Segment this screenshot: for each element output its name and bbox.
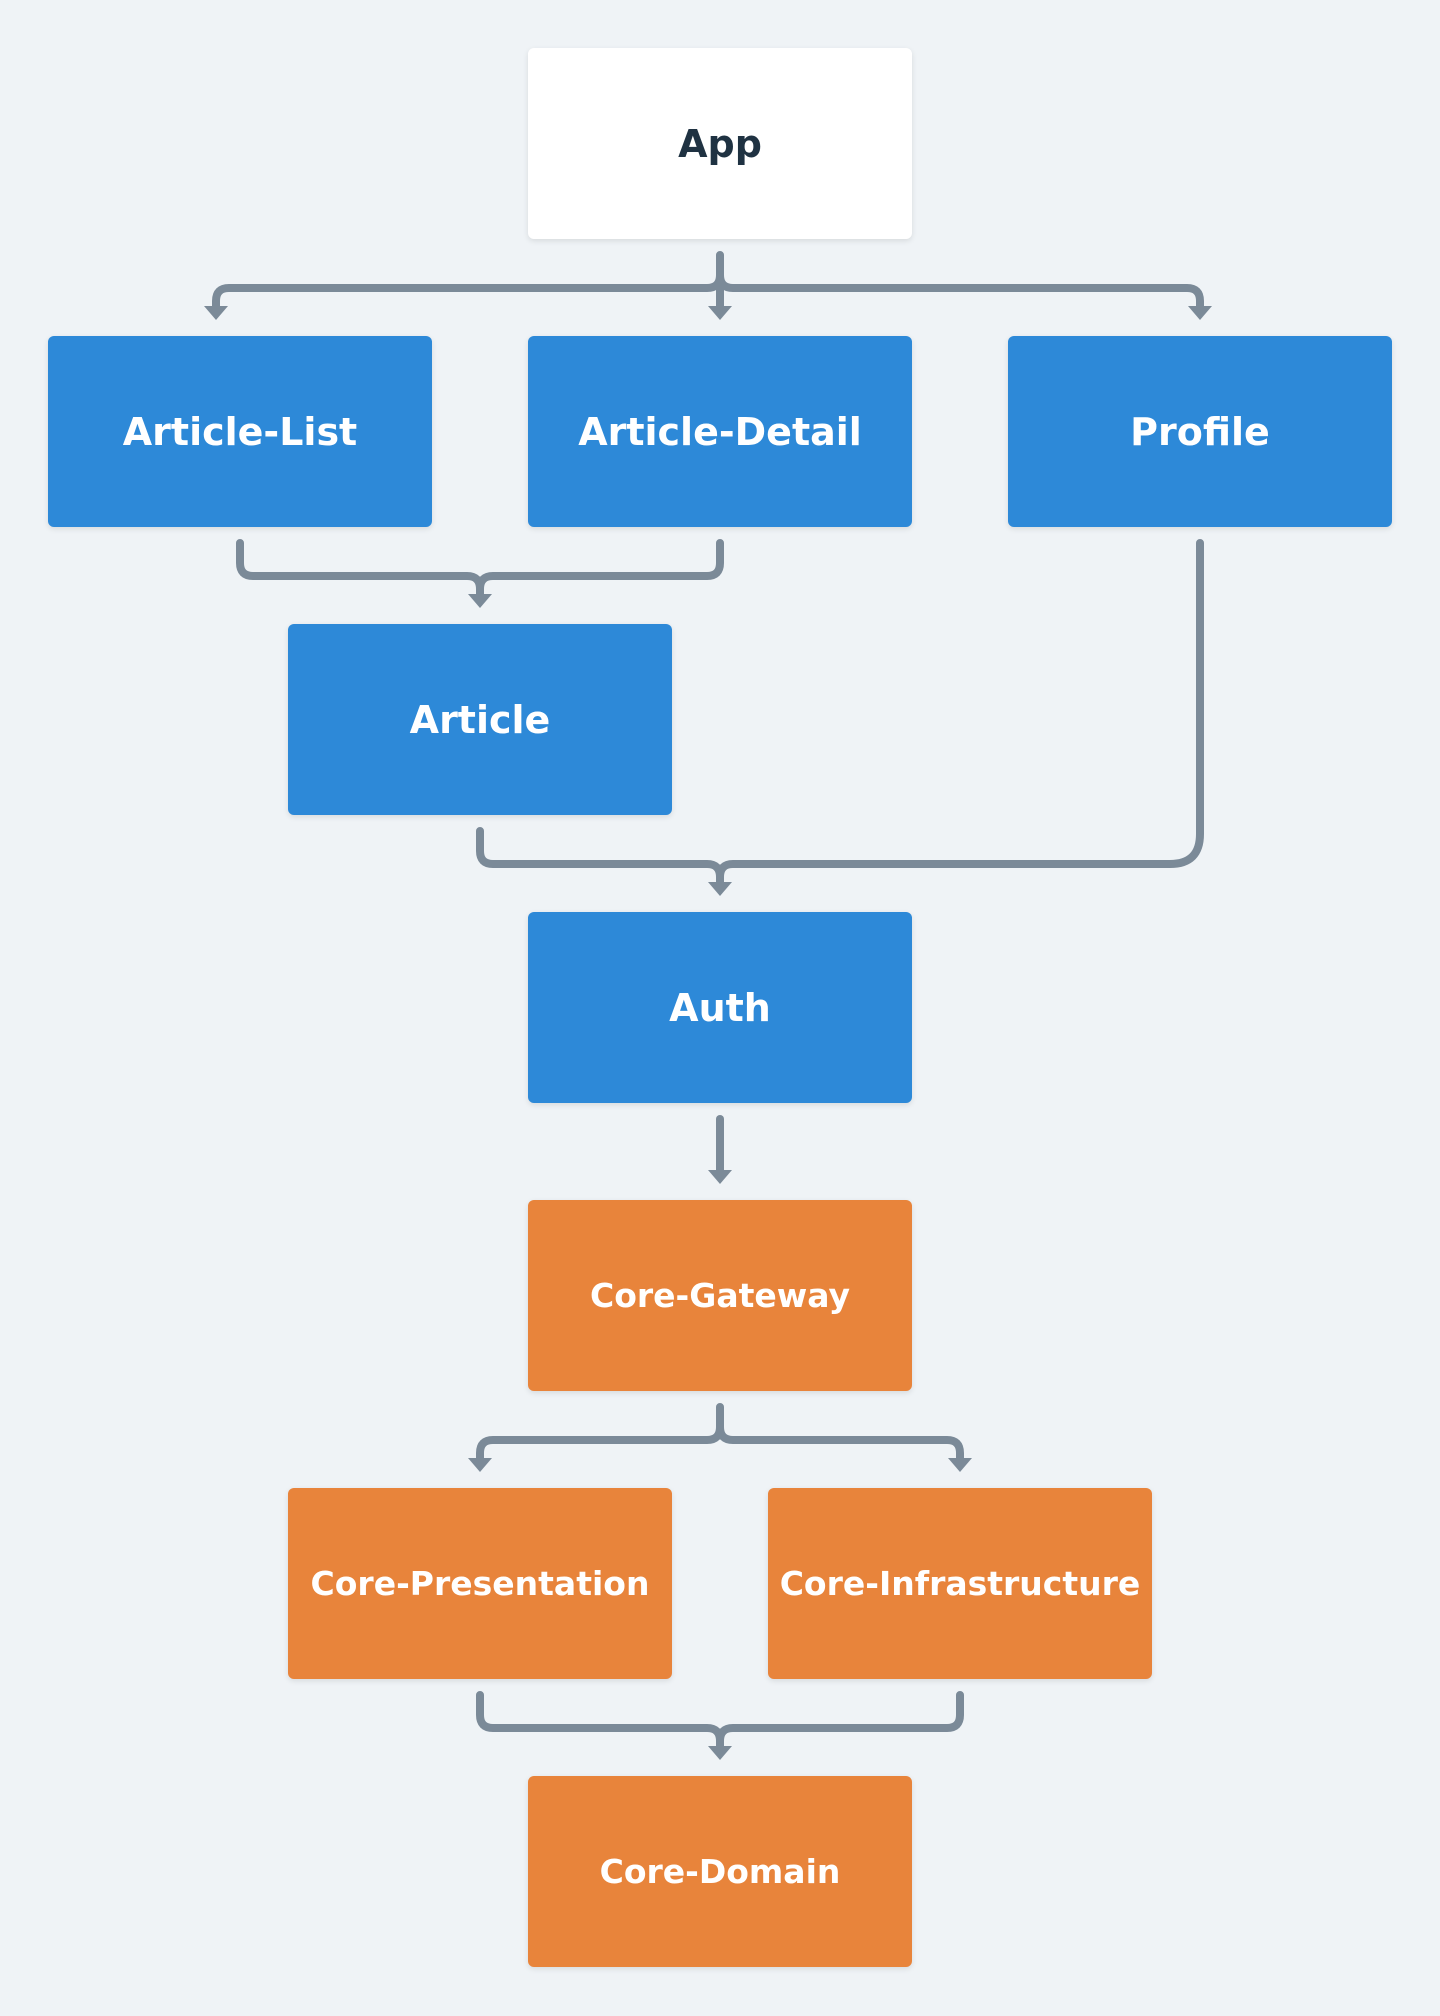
arrowhead-core-infrastructure xyxy=(948,1458,972,1472)
arrowhead-article-list xyxy=(204,306,228,320)
node-auth-label: Auth xyxy=(669,985,771,1030)
node-core-infrastructure-label: Core-Infrastructure xyxy=(779,1564,1141,1603)
arrowhead-article xyxy=(468,594,492,608)
node-app-label: App xyxy=(678,121,762,166)
edge-profile-to-auth xyxy=(716,539,1204,881)
arrowhead-core-gateway xyxy=(708,1170,732,1184)
arrowhead-article-detail xyxy=(708,306,732,320)
arrowhead-auth xyxy=(708,882,732,896)
node-profile-label: Profile xyxy=(1130,409,1270,454)
node-article-detail: Article-Detail xyxy=(528,336,912,527)
node-core-gateway: Core-Gateway xyxy=(528,1200,912,1391)
edge-app-to-article-list xyxy=(212,251,724,316)
node-article: Article xyxy=(288,624,672,815)
node-article-list: Article-List xyxy=(48,336,432,527)
edge-core-presentation-to-core-domain xyxy=(476,1691,724,1756)
edge-article-to-auth xyxy=(476,827,724,892)
edge-article-detail-to-article xyxy=(476,539,724,593)
node-core-presentation-label: Core-Presentation xyxy=(310,1564,650,1603)
edge-core-infrastructure-to-core-domain xyxy=(716,1691,964,1745)
edge-article-list-to-article xyxy=(236,539,484,604)
node-article-detail-label: Article-Detail xyxy=(578,409,862,454)
arrowhead-core-presentation xyxy=(468,1458,492,1472)
node-article-label: Article xyxy=(409,697,551,742)
node-profile: Profile xyxy=(1008,336,1392,527)
node-core-gateway-label: Core-Gateway xyxy=(589,1276,850,1315)
edge-app-to-profile xyxy=(716,271,1204,316)
node-core-domain-label: Core-Domain xyxy=(599,1852,841,1891)
arrowhead-profile xyxy=(1188,306,1212,320)
node-article-list-label: Article-List xyxy=(122,409,358,454)
node-app: App xyxy=(528,48,912,239)
node-auth: Auth xyxy=(528,912,912,1103)
node-core-domain: Core-Domain xyxy=(528,1776,912,1967)
edge-core-gateway-to-core-presentation xyxy=(476,1403,724,1468)
edge-core-gateway-to-core-infrastructure xyxy=(716,1423,964,1468)
node-core-infrastructure: Core-Infrastructure xyxy=(768,1488,1152,1679)
arrowhead-core-domain xyxy=(708,1746,732,1760)
node-core-presentation: Core-Presentation xyxy=(288,1488,672,1679)
